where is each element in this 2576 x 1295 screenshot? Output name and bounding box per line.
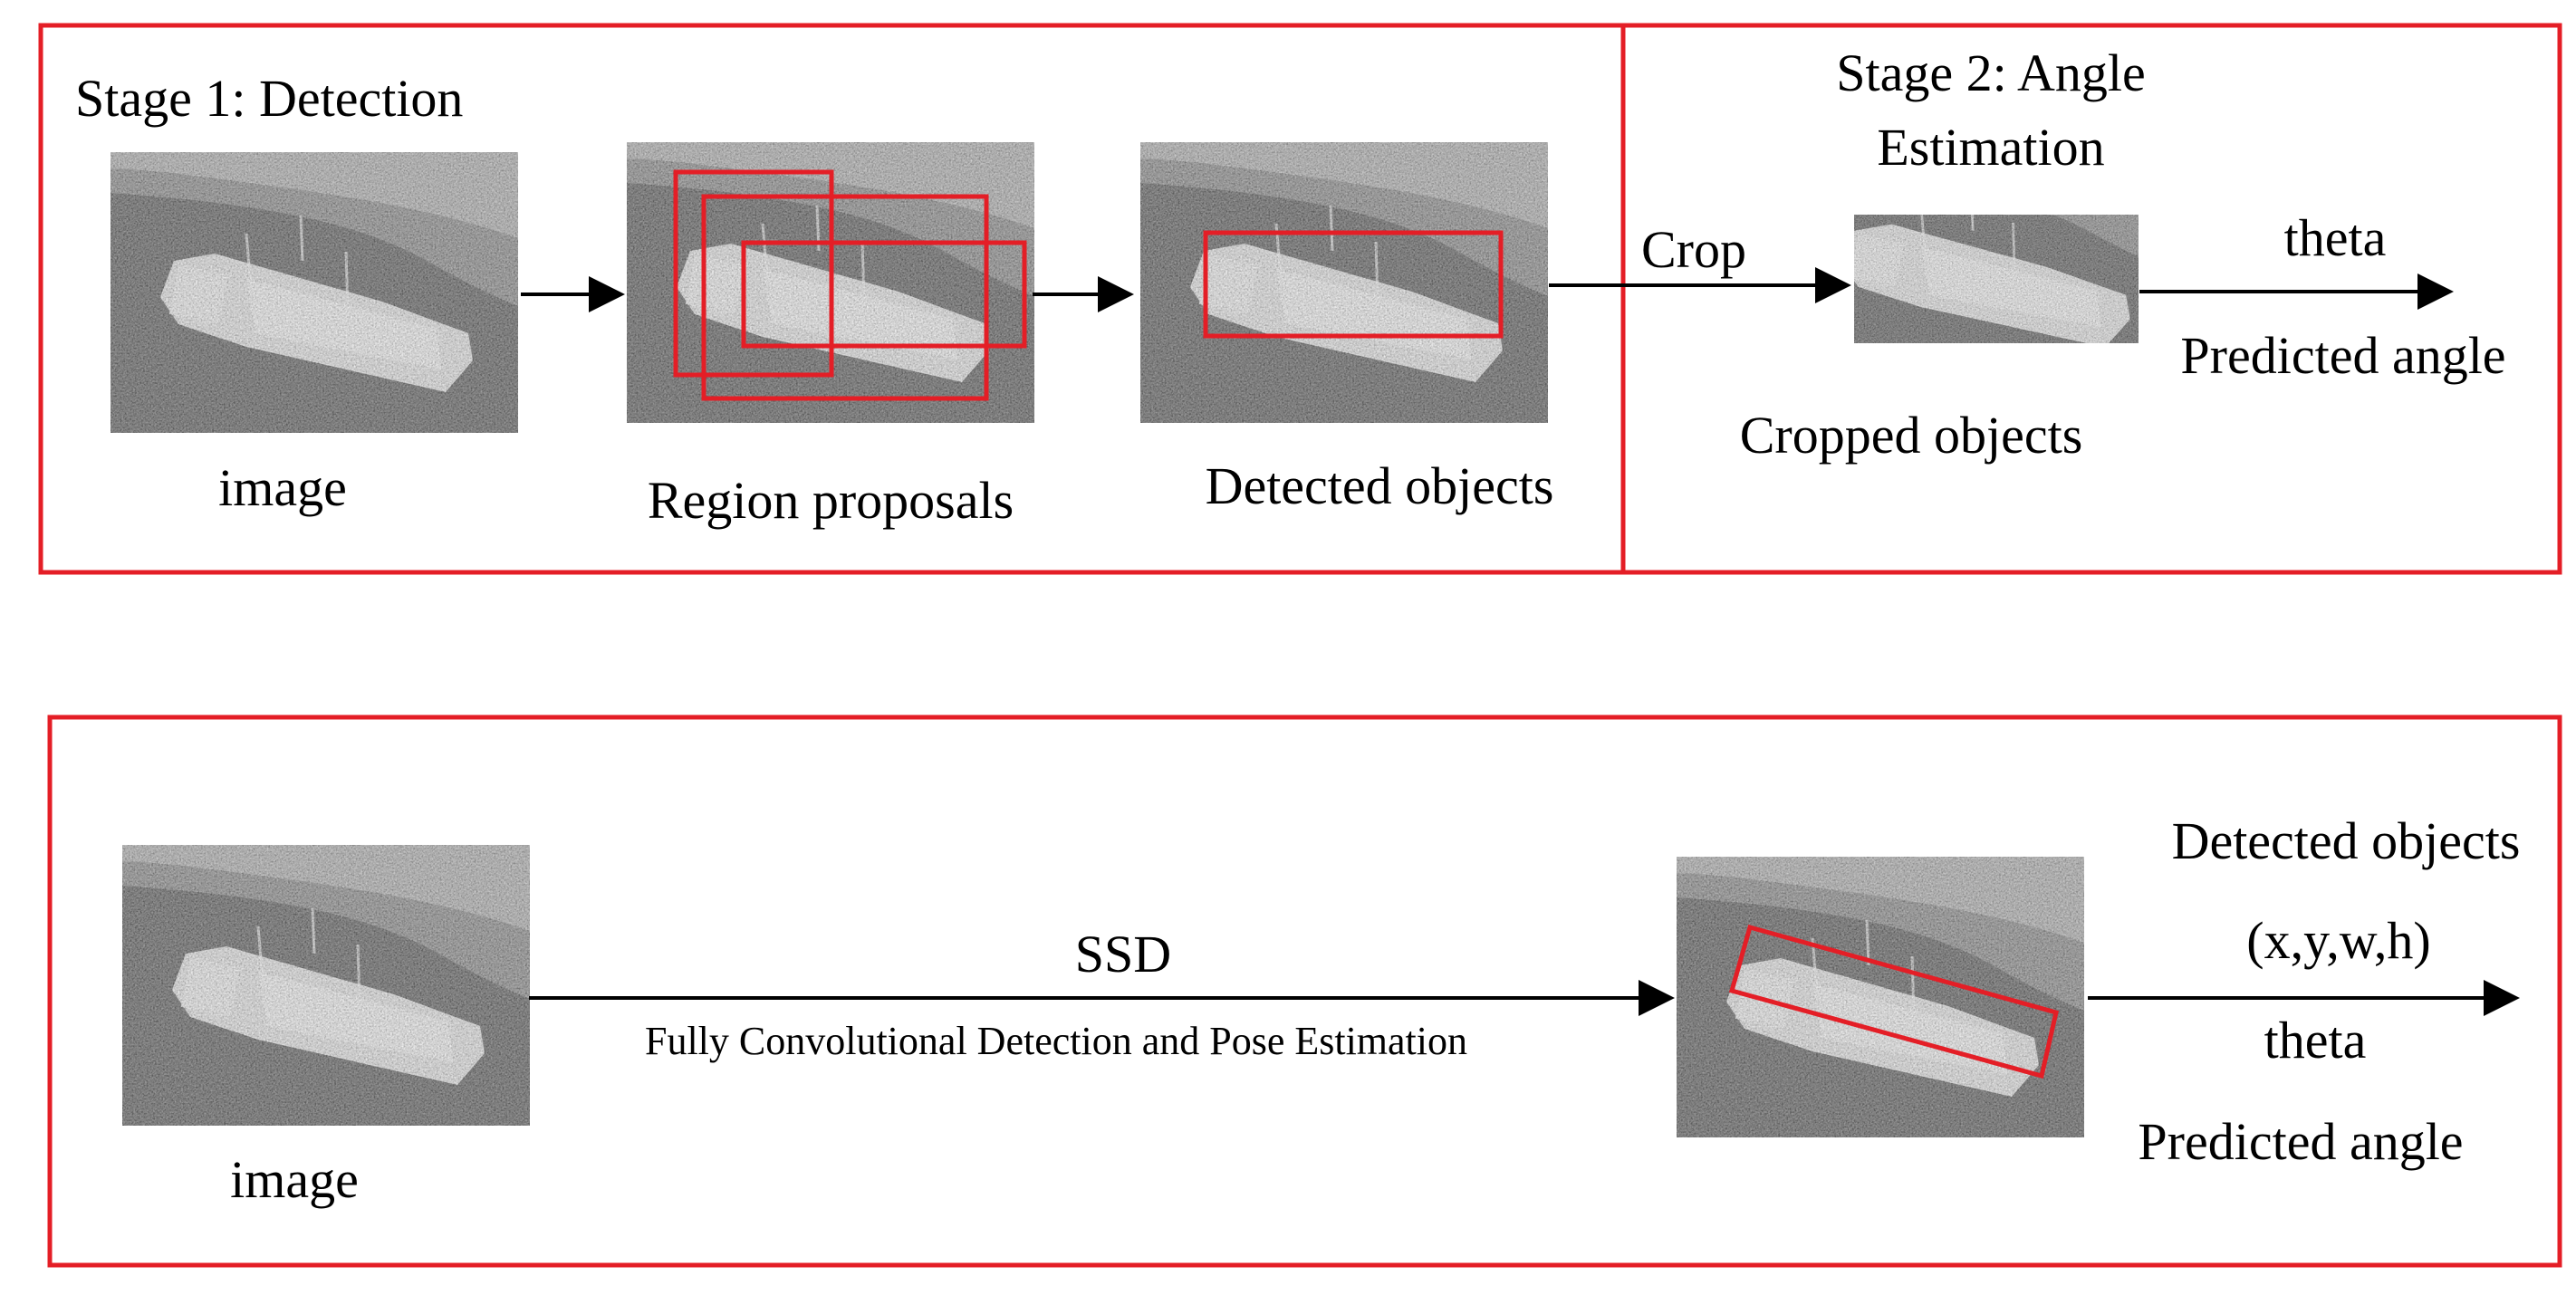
proposals-caption: Region proposals [648, 471, 1014, 530]
ssd-predicted-angle-label: Predicted angle [2138, 1112, 2463, 1171]
image-caption: image [218, 458, 347, 517]
ssd-image-caption: image [230, 1150, 359, 1209]
rotated-detection-box [1728, 924, 2059, 1079]
stage2-frame [1620, 23, 2562, 575]
proposal-box-1 [673, 169, 834, 378]
cropped-caption: Cropped objects [1740, 406, 2083, 465]
proposal-box-2 [701, 194, 989, 401]
detected-caption: Detected objects [1206, 456, 1554, 515]
theta-label: theta [2284, 208, 2387, 267]
ssd-detected-label: Detected objects [2172, 811, 2521, 870]
ssd-input-sar-image [122, 845, 530, 1126]
ssd-frame [47, 715, 2562, 1268]
stage2-title-line2: Estimation [1877, 118, 2104, 177]
ssd-theta-label: theta [2264, 1011, 2367, 1070]
crop-label: Crop [1641, 220, 1746, 279]
ssd-label: SSD [1075, 925, 1171, 983]
ssd-output-sar-image [1677, 857, 2084, 1137]
predicted-angle-label: Predicted angle [2180, 326, 2505, 385]
fcn-label: Fully Convolutional Detection and Pose E… [645, 1019, 1467, 1063]
stage1-title: Stage 1: Detection [75, 69, 463, 128]
stage2-title-line1: Stage 2: Angle [1836, 43, 2146, 102]
detected-sar-image [1140, 142, 1548, 423]
proposal-box-3 [741, 240, 1027, 349]
detected-box [1203, 230, 1504, 339]
bbox-params-label: (x,y,w,h) [2246, 911, 2430, 970]
input-sar-image [111, 152, 518, 433]
